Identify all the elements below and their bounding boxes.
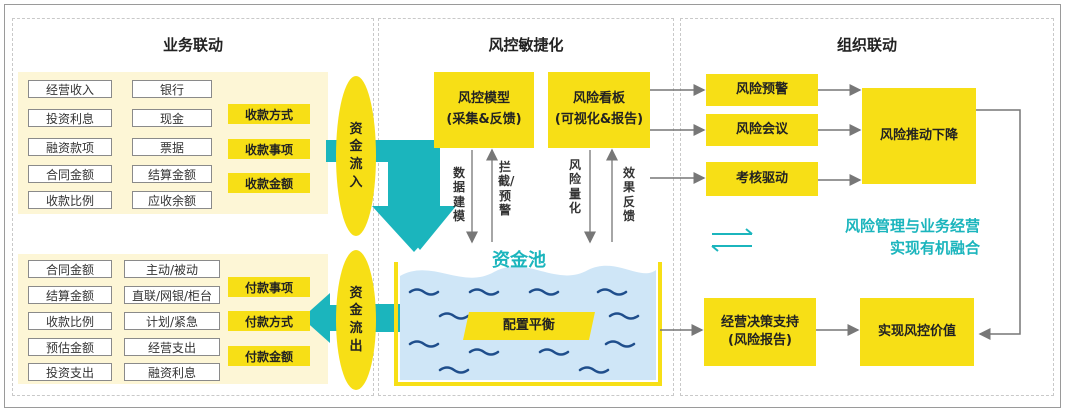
risk-decline-box: 风险推动下降 — [862, 88, 976, 184]
data-modeling-label: 数据建模 — [452, 166, 465, 224]
outflow-oval: 资金流出 — [336, 250, 376, 390]
slogan-line1: 风险管理与业务经营 — [844, 217, 980, 235]
risk-board-title: 风险看板 — [572, 91, 625, 107]
inflow-oval-label: 资金流入 — [349, 121, 363, 190]
risk-meeting-box: 风险会议 — [706, 114, 818, 146]
outflow-item: 预估金额 — [28, 338, 112, 356]
diagram-frame — [4, 4, 1061, 408]
slogan: 风险管理与业务经营 实现有机融合 — [800, 216, 980, 260]
outflow-item: 主动/被动 — [124, 260, 220, 278]
effect-feedback-label: 效果反馈 — [622, 166, 635, 224]
inflow-label: 收款事项 — [228, 139, 310, 159]
intercept-warning-label: 拦截/预警 — [498, 160, 515, 218]
inflow-item: 经营收入 — [28, 80, 112, 98]
inflow-item: 现金 — [132, 109, 212, 127]
inflow-item: 票据 — [132, 138, 212, 156]
risk-board-subtitle: (可视化&报告) — [554, 112, 644, 127]
risk-model-subtitle: (采集&反馈) — [446, 112, 522, 127]
balance-label: 配置平衡 — [502, 317, 556, 333]
outflow-item: 融资利息 — [124, 363, 220, 381]
inflow-item: 投资利息 — [28, 109, 112, 127]
assessment-drive-box: 考核驱动 — [706, 162, 818, 196]
outflow-item: 合同金额 — [28, 260, 112, 278]
inflow-item: 收款比例 — [28, 191, 112, 209]
risk-model-title: 风控模型 — [457, 91, 510, 107]
inflow-oval: 资金流入 — [336, 76, 376, 236]
inflow-item: 应收余额 — [132, 191, 212, 209]
outflow-item: 投资支出 — [28, 363, 112, 381]
inflow-item: 合同金额 — [28, 165, 112, 183]
outflow-oval-label: 资金流出 — [349, 285, 363, 354]
decision-support-subtitle: (风险报告) — [728, 333, 792, 348]
outflow-label: 付款金额 — [228, 346, 310, 366]
risk-quantify-label: 风险量化 — [568, 158, 581, 216]
outflow-item: 直联/网银/柜台 — [124, 286, 220, 304]
outflow-item: 经营支出 — [124, 338, 220, 356]
pool-title: 资金池 — [492, 250, 546, 271]
pool-waves — [408, 288, 640, 374]
pool-surface — [400, 262, 656, 278]
risk-board-box: 风险看板 (可视化&报告) — [548, 72, 650, 148]
outflow-label: 付款事项 — [228, 277, 310, 297]
inflow-label: 收款金额 — [228, 173, 310, 193]
org-panel-title: 组织联动 — [836, 36, 897, 54]
decision-support-box: 经营决策支持 (风险报告) — [704, 298, 816, 366]
inflow-label: 收款方式 — [228, 104, 310, 124]
risk-value-box: 实现风控价值 — [860, 298, 974, 366]
inflow-item: 融资款项 — [28, 138, 112, 156]
inflow-item: 结算金额 — [132, 165, 212, 183]
business-panel-title: 业务联动 — [162, 36, 223, 54]
decision-support-title: 经营决策支持 — [720, 314, 799, 330]
exchange-icon — [711, 228, 753, 252]
balance-box: 配置平衡 — [463, 312, 595, 340]
outflow-item: 结算金额 — [28, 286, 112, 304]
risk-panel-title: 风控敏捷化 — [488, 36, 564, 54]
outflow-label: 付款方式 — [228, 311, 310, 331]
pool-walls — [394, 262, 662, 386]
outflow-item: 计划/紧急 — [124, 312, 220, 330]
outflow-item: 收款比例 — [28, 312, 112, 330]
slogan-line2: 实现有机融合 — [889, 238, 980, 257]
risk-warning-box: 风险预警 — [706, 74, 818, 106]
risk-model-box: 风控模型 (采集&反馈) — [434, 72, 534, 148]
inflow-item: 银行 — [132, 80, 212, 98]
